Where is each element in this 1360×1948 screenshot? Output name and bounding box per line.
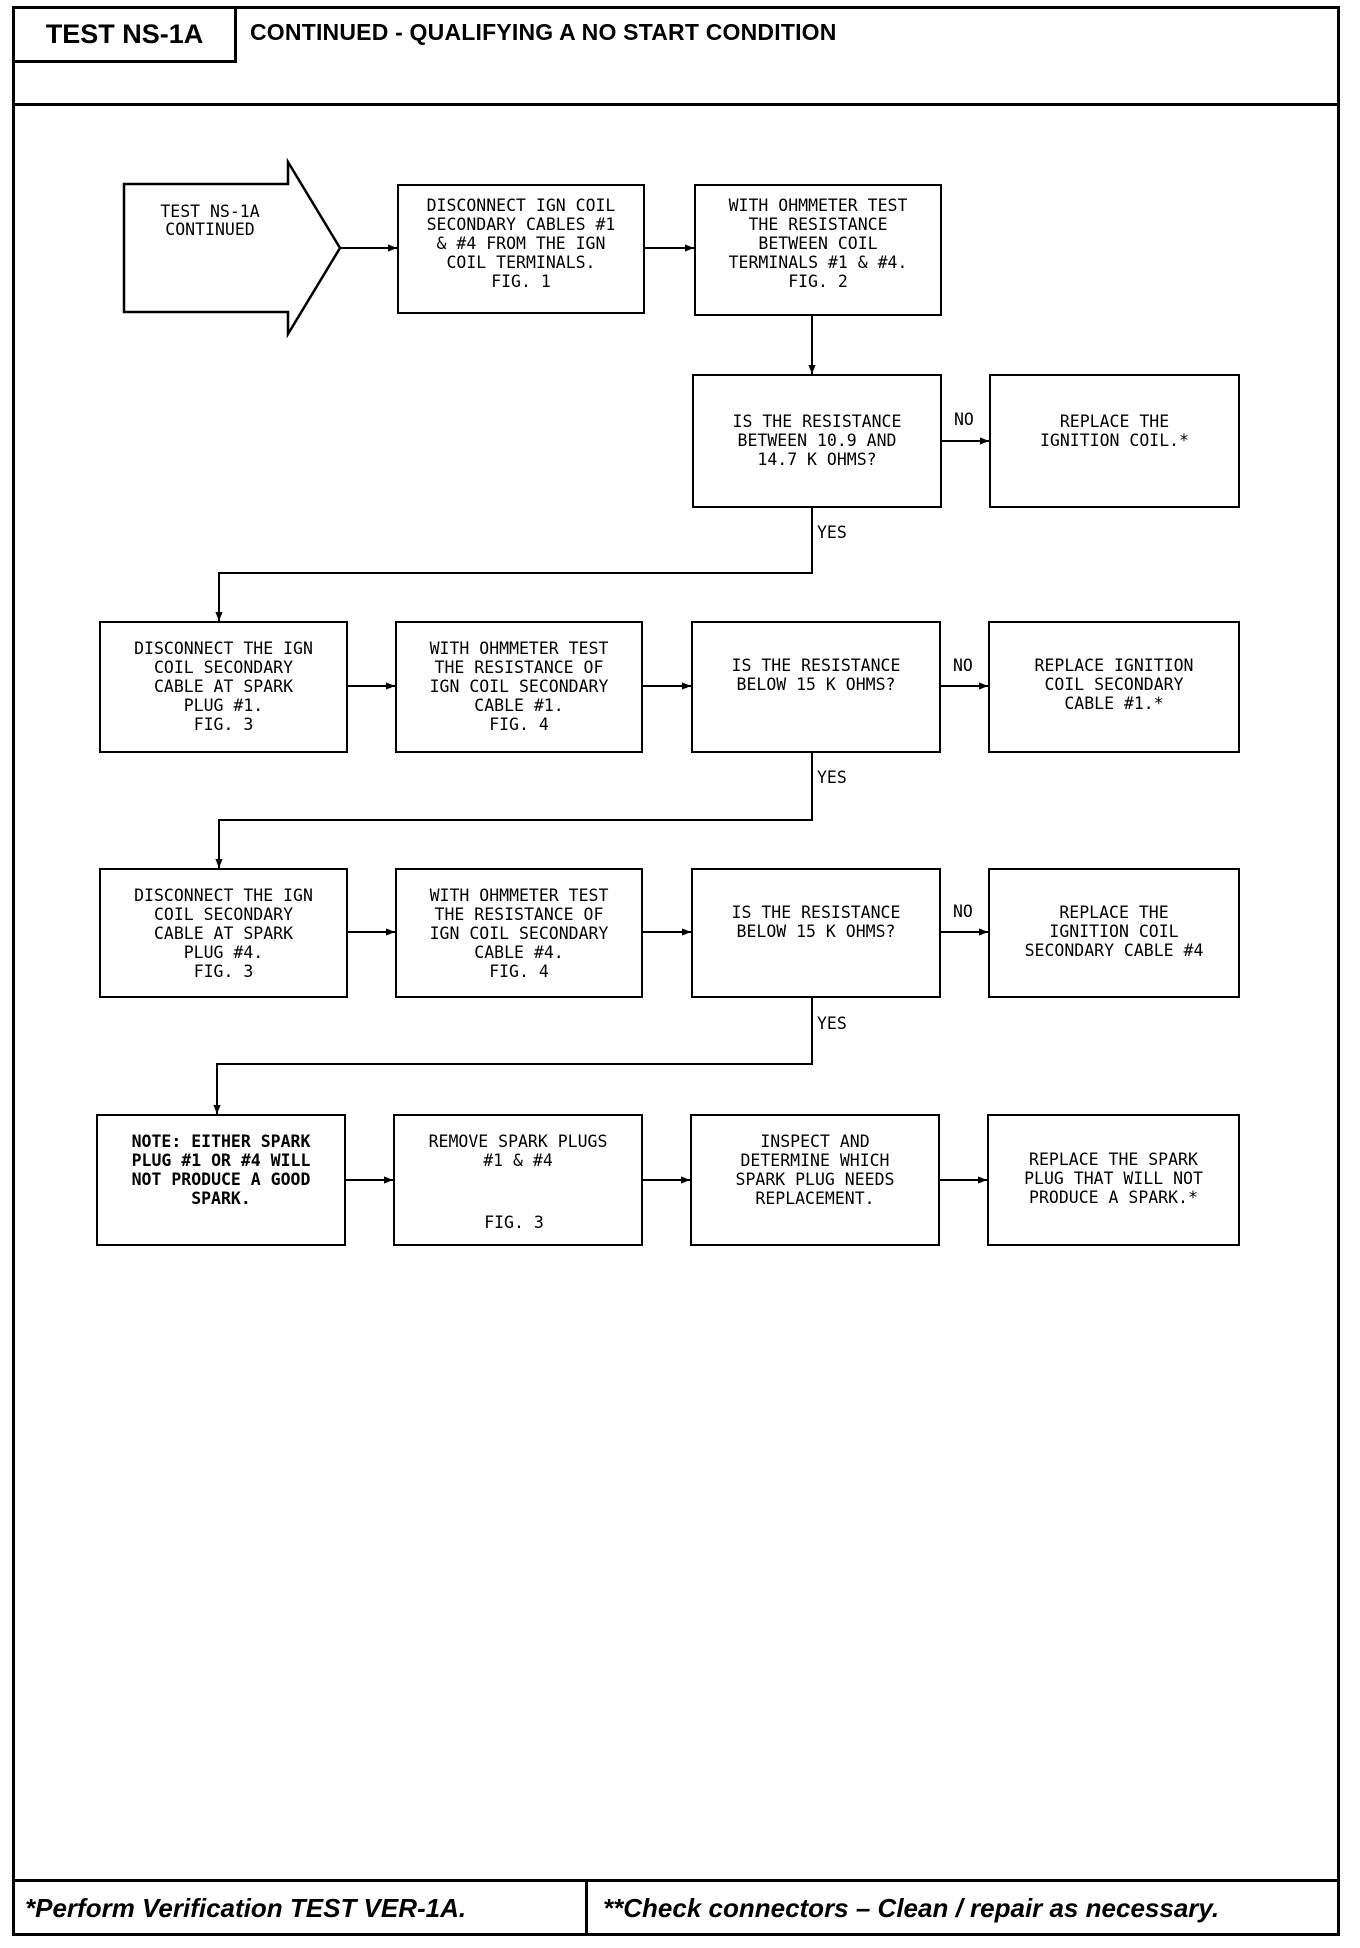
connector-q1-yes (215, 508, 813, 621)
label-no-3: NO (953, 902, 973, 921)
action-replace-ignition-coil: REPLACE THE IGNITION COIL.* (989, 374, 1240, 508)
step-remove-spark-plugs-fig: FIG. 3 (484, 1213, 544, 1232)
note-bad-spark-plug: NOTE: EITHER SPARK PLUG #1 OR #4 WILL NO… (96, 1114, 346, 1246)
step-disconnect-coil-cables: DISCONNECT IGN COIL SECONDARY CABLES #1 … (397, 184, 645, 314)
action-replace-cable1: REPLACE IGNITION COIL SECONDARY CABLE #1… (988, 621, 1240, 753)
step-test-cable1-resistance: WITH OHMMETER TEST THE RESISTANCE OF IGN… (395, 621, 643, 753)
start-label: TEST NS-1A CONTINUED (160, 202, 260, 239)
decision-resistance-range: IS THE RESISTANCE BETWEEN 10.9 AND 14.7 … (692, 374, 942, 508)
label-no-2: NO (953, 656, 973, 675)
label-yes-1: YES (817, 523, 847, 542)
footer-note-connectors: **Check connectors – Clean / repair as n… (603, 1893, 1220, 1923)
label-no-1: NO (954, 410, 974, 429)
page-title: CONTINUED - QUALIFYING A NO START CONDIT… (250, 19, 837, 45)
step-disconnect-plug4-cable: DISCONNECT THE IGN COIL SECONDARY CABLE … (99, 868, 348, 998)
start-arrow-shape (122, 157, 342, 339)
decision-cable1-resistance: IS THE RESISTANCE BELOW 15 K OHMS? (691, 621, 941, 753)
footer-divider (15, 1879, 1337, 1882)
action-replace-spark-plug: REPLACE THE SPARK PLUG THAT WILL NOT PRO… (987, 1114, 1240, 1246)
test-id-box: TEST NS-1A (15, 9, 237, 63)
step-inspect-spark-plugs: INSPECT AND DETERMINE WHICH SPARK PLUG N… (690, 1114, 940, 1246)
connector-q3-yes (213, 998, 813, 1114)
step-test-coil-resistance: WITH OHMMETER TEST THE RESISTANCE BETWEE… (694, 184, 942, 316)
decision-cable4-resistance: IS THE RESISTANCE BELOW 15 K OHMS? (691, 868, 941, 998)
action-replace-cable4: REPLACE THE IGNITION COIL SECONDARY CABL… (988, 868, 1240, 998)
connector-q2-yes (215, 753, 813, 868)
step-remove-spark-plugs: REMOVE SPARK PLUGS #1 & #4 (393, 1114, 643, 1246)
label-yes-2: YES (817, 768, 847, 787)
footer-separator (585, 1879, 588, 1936)
step-test-cable4-resistance: WITH OHMMETER TEST THE RESISTANCE OF IGN… (395, 868, 643, 998)
label-yes-3: YES (817, 1014, 847, 1033)
page-frame: TEST NS-1A CONTINUED - QUALIFYING A NO S… (12, 6, 1340, 1936)
footer-note-verification: *Perform Verification TEST VER-1A. (25, 1893, 467, 1923)
step-disconnect-plug1-cable: DISCONNECT THE IGN COIL SECONDARY CABLE … (99, 621, 348, 753)
header-divider (15, 103, 1337, 106)
